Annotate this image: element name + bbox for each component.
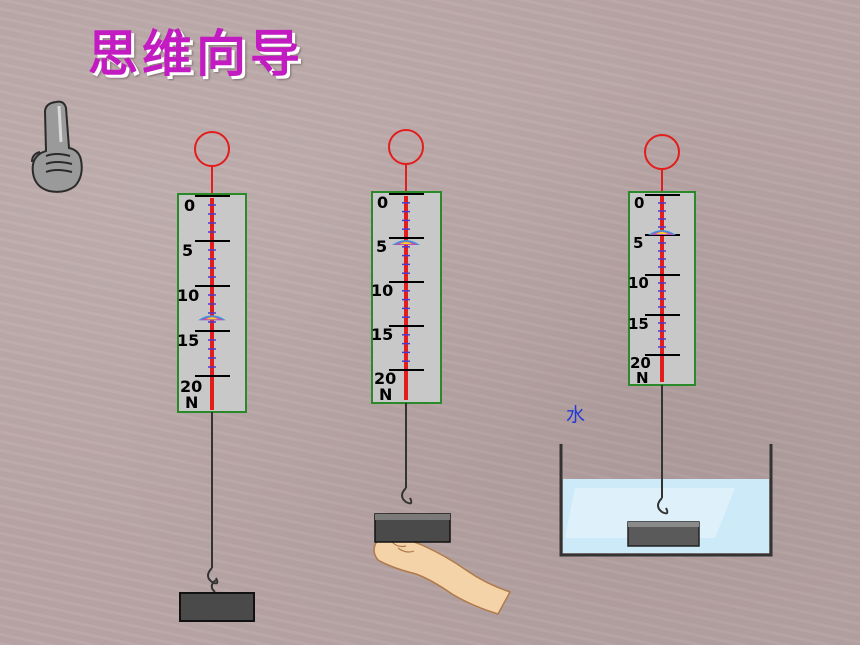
scale-label-10: 10	[628, 274, 649, 292]
scale-unit: N	[185, 393, 198, 412]
scale-label-0: 0	[184, 196, 195, 215]
scale-label-5: 5	[633, 234, 643, 252]
scale-ticks	[208, 204, 216, 368]
scale-hook	[401, 487, 413, 505]
scale-label-20: 20	[630, 354, 651, 372]
scale-unit: N	[636, 369, 649, 387]
scale-label-15: 15	[371, 325, 393, 344]
page-title: 思维向导	[88, 25, 304, 83]
scale-label-10: 10	[177, 286, 199, 305]
scale-label-0: 0	[377, 193, 388, 212]
holding-hand-icon	[373, 537, 512, 615]
scale-label-15: 15	[177, 331, 199, 350]
scale-major-marks	[389, 193, 424, 371]
scale-label-15: 15	[628, 315, 649, 333]
weight-block-highlight	[375, 514, 450, 520]
scale-label-20: 20	[180, 377, 202, 396]
weight-block-highlight	[628, 522, 699, 527]
spring-scale-2: 0 5 10 15 20 N	[371, 129, 512, 615]
scale-label-0: 0	[634, 194, 644, 212]
scale-label-10: 10	[371, 281, 393, 300]
scale-label-20: 20	[374, 369, 396, 388]
scale-major-marks	[195, 195, 230, 377]
spring-scale-1: 0 5 10 15 20 N	[177, 131, 255, 622]
scale-pointer	[198, 315, 226, 321]
scale-ticks	[402, 202, 410, 362]
scale-unit: N	[379, 385, 392, 404]
pointing-hand-icon	[31, 100, 83, 193]
scale-hook	[207, 567, 219, 585]
scale-pointer	[392, 240, 420, 246]
scale-ring	[194, 131, 230, 167]
scale-pointer	[648, 230, 676, 235]
weight-block	[179, 592, 255, 622]
weight-hook	[210, 579, 217, 593]
scale-ring	[644, 134, 680, 170]
scale-ticks	[658, 202, 666, 348]
water-tank	[559, 444, 773, 557]
scale-hook	[657, 497, 669, 515]
spring-scale-3: 0 5 10 15 20 N	[559, 134, 773, 557]
scale-label-5: 5	[182, 241, 193, 260]
water-label: 水	[566, 404, 586, 426]
scale-label-5: 5	[376, 237, 387, 256]
scale-ring	[388, 129, 424, 165]
